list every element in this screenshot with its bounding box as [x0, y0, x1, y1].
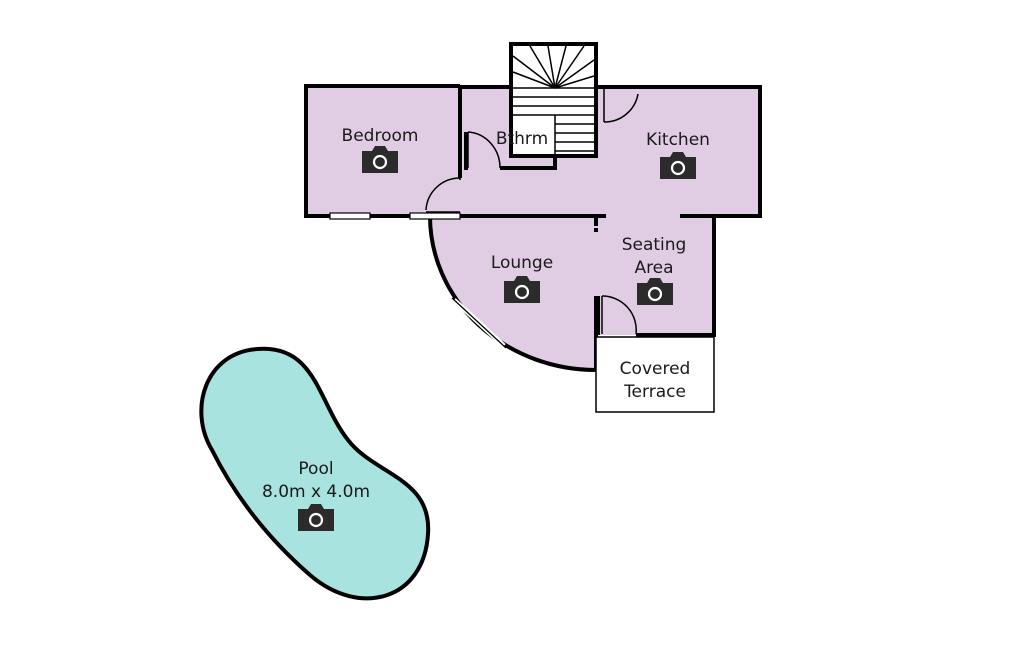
covered-terrace: [595, 336, 715, 413]
pool-size-label: 8.0m x 4.0m: [262, 482, 370, 502]
door-swing-icon: [425, 88, 639, 335]
bathroom-wall: [500, 156, 557, 170]
camera-icon[interactable]: [298, 504, 334, 531]
kitchen-wall: [600, 85, 762, 218]
camera-icon[interactable]: [362, 146, 398, 173]
lounge-label: Lounge: [491, 253, 553, 273]
pool: [199, 346, 431, 601]
seating-wall: [636, 216, 716, 337]
seating-area: [596, 216, 714, 335]
hall-kitchen-area: [460, 87, 760, 216]
kitchen-label: Kitchen: [646, 130, 710, 150]
camera-icon[interactable]: [637, 278, 673, 305]
camera-icon[interactable]: [660, 152, 696, 179]
pool-label: Pool: [298, 459, 333, 479]
terrace-label-line2: Terrace: [623, 382, 686, 402]
terrace-label-line1: Covered: [620, 359, 691, 379]
seating-label-line2: Area: [634, 258, 673, 278]
camera-icon[interactable]: [504, 276, 540, 303]
window-icon: [329, 212, 507, 349]
seating-label-line1: Seating: [622, 235, 687, 255]
staircase-icon: [509, 42, 598, 158]
bathroom-label: Bthrm: [496, 129, 548, 149]
bedroom-label: Bedroom: [342, 126, 419, 146]
